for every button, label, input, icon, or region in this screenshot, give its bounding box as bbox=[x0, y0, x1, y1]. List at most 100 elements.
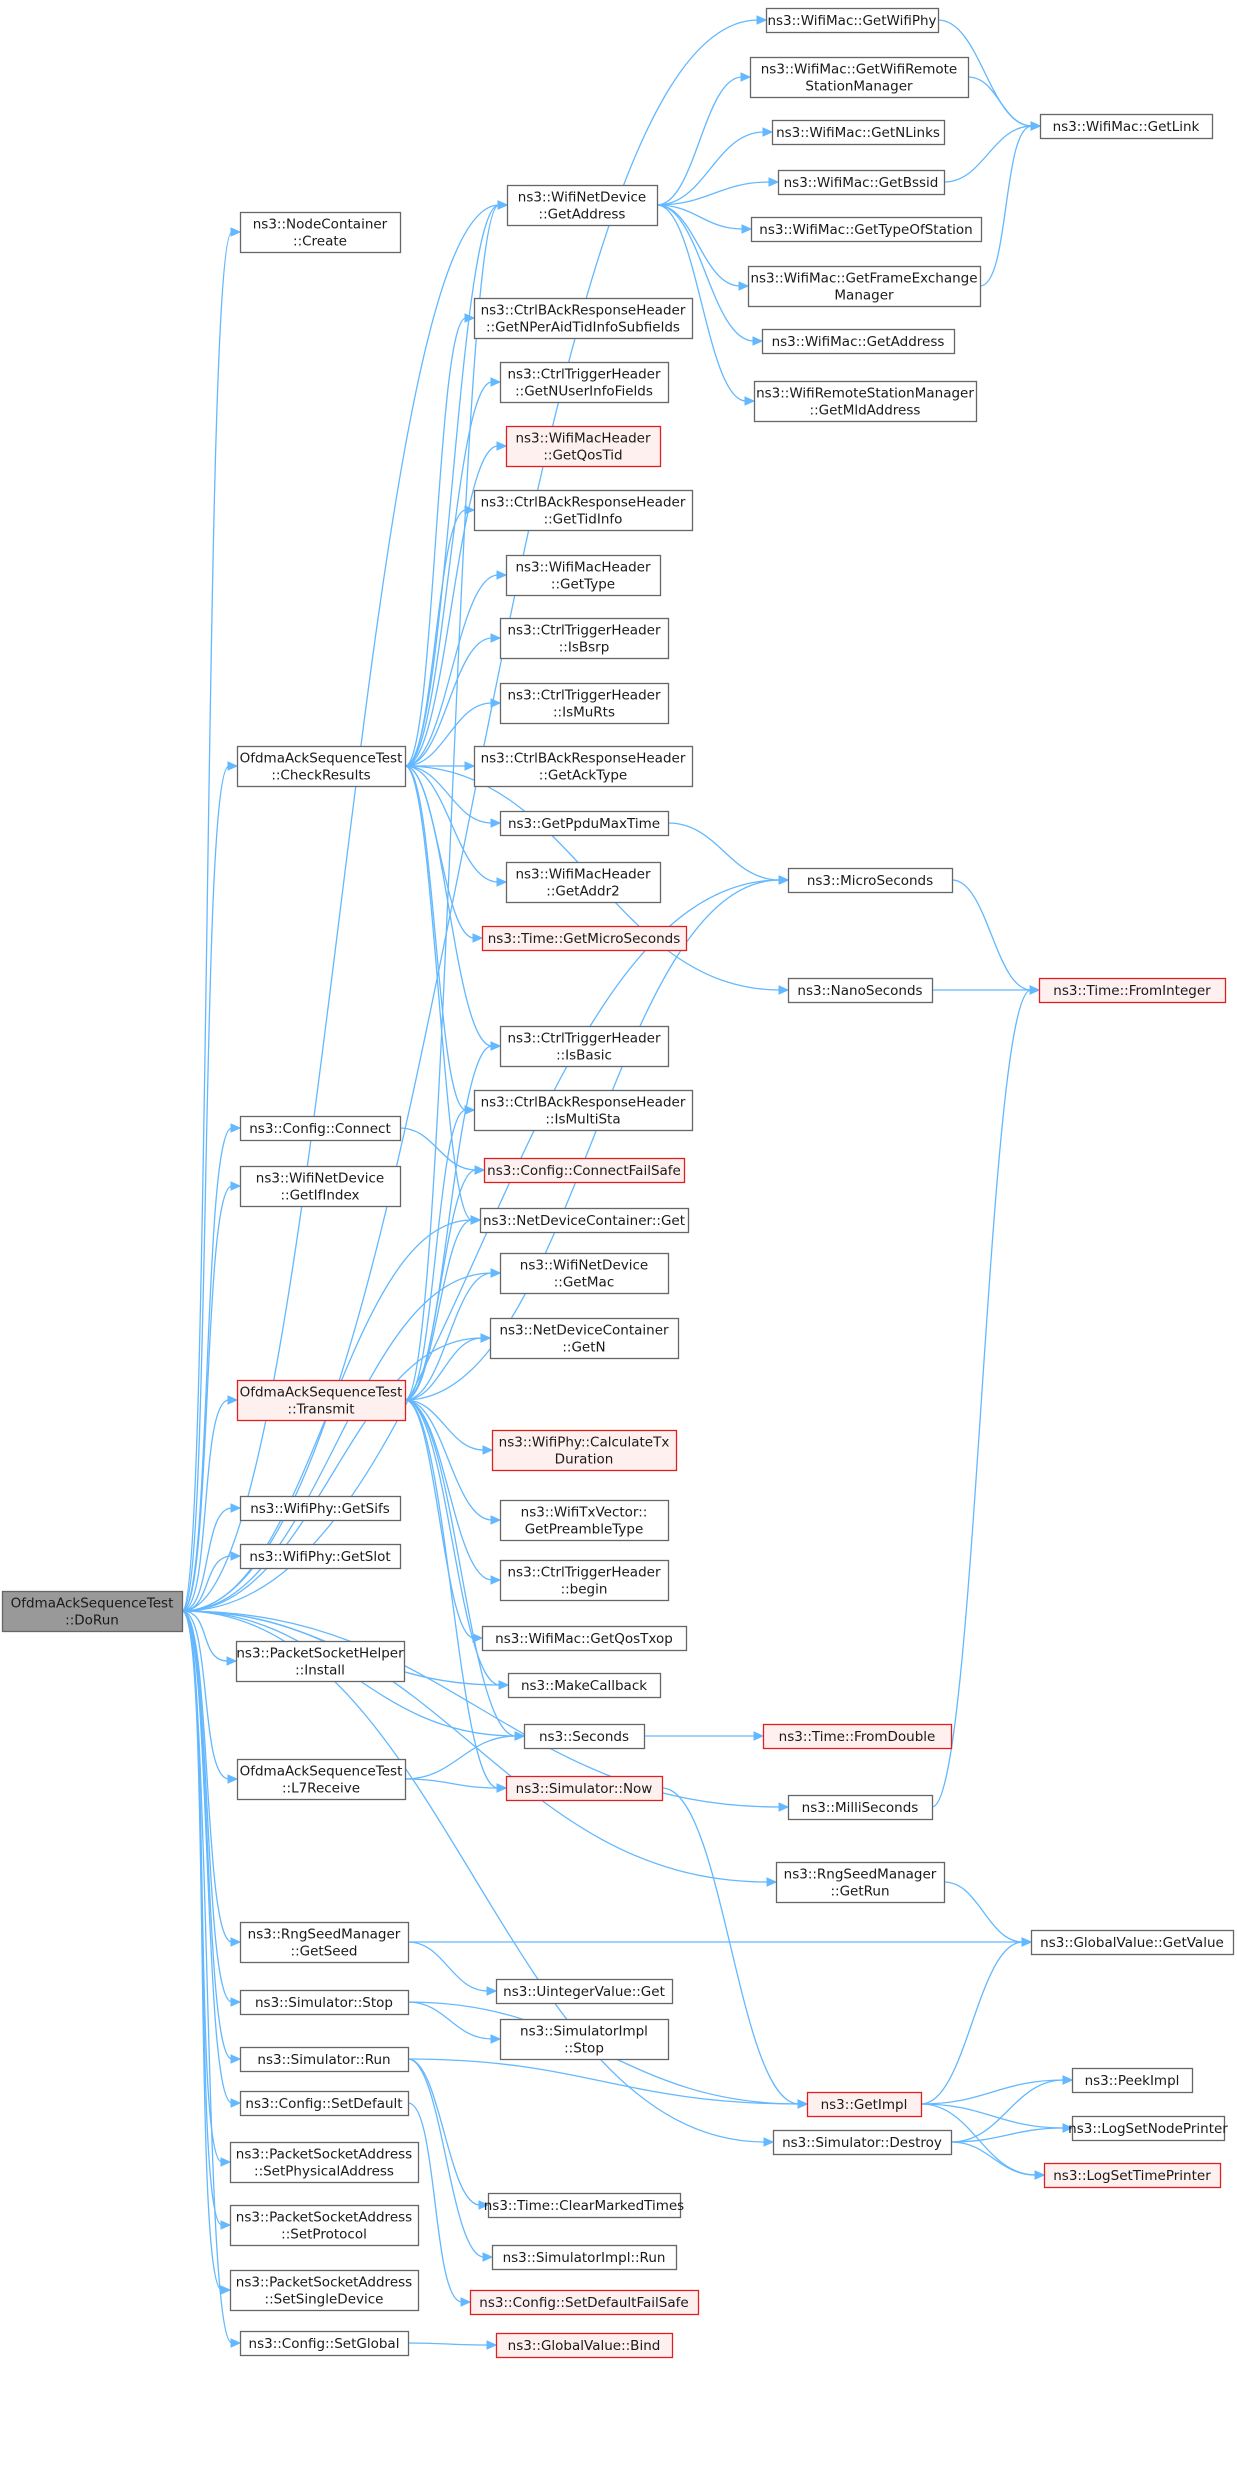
node-n22[interactable]: ns3::MicroSeconds bbox=[787, 867, 954, 894]
arrowhead bbox=[496, 441, 508, 451]
node-n27[interactable]: ns3::CtrlTriggerHeader::IsBasic bbox=[499, 1025, 670, 1068]
node-n20[interactable]: ns3::CtrlBAckResponseHeader::GetAckType bbox=[473, 745, 694, 788]
node-n66[interactable]: ns3::Config::SetDefaultFailSafe bbox=[469, 2289, 700, 2316]
node-label: ns3::PacketSocketAddress bbox=[236, 2147, 412, 2163]
node-n39[interactable]: ns3::WifiPhy::GetSlot bbox=[239, 1543, 402, 1570]
node-label: ns3::Time::GetMicroSeconds bbox=[488, 931, 681, 947]
node-n31[interactable]: ns3::WifiNetDevice::GetIfIndex bbox=[239, 1165, 402, 1208]
edge-n5-n8 bbox=[656, 204, 753, 234]
node-n54[interactable]: ns3::SimulatorImpl::Stop bbox=[499, 2018, 670, 2061]
edge-n6-n3 bbox=[943, 121, 1042, 183]
node-n51[interactable]: ns3::GlobalValue::GetValue bbox=[1030, 1929, 1235, 1956]
edge-line bbox=[950, 2127, 1065, 2143]
node-n65[interactable]: ns3::SimulatorImpl::Run bbox=[491, 2244, 678, 2271]
edge-n35-n40 bbox=[404, 1399, 502, 1585]
edge-line bbox=[404, 1778, 499, 1789]
node-n8[interactable]: ns3::WifiMac::GetTypeOfStation bbox=[750, 216, 983, 243]
node-n69[interactable]: ns3::GlobalValue::Bind bbox=[495, 2332, 674, 2359]
node-n32[interactable]: ns3::NetDeviceContainer::Get bbox=[479, 1207, 690, 1234]
arrowhead bbox=[464, 313, 476, 323]
node-label: ns3::WifiTxVector:: bbox=[521, 1505, 648, 1521]
edge-line bbox=[967, 76, 1033, 127]
edge-line bbox=[399, 1127, 477, 1171]
node-n0[interactable]: OfdmaAckSequenceTest::DoRun bbox=[1, 1590, 184, 1633]
node-n64[interactable]: ns3::PacketSocketAddress::SetProtocol bbox=[229, 2204, 420, 2247]
node-n63[interactable]: ns3::Time::ClearMarkedTimes bbox=[484, 2192, 684, 2219]
node-n57[interactable]: ns3::GetImpl bbox=[806, 2091, 923, 2118]
node-n44[interactable]: ns3::Seconds bbox=[523, 1723, 646, 1750]
node-n35[interactable]: OfdmaAckSequenceTest::Transmit bbox=[236, 1379, 407, 1422]
node-n52[interactable]: ns3::UintegerValue::Get bbox=[495, 1978, 674, 2005]
node-label: ::IsBsrp bbox=[559, 640, 610, 656]
node-n24[interactable]: ns3::Time::GetMicroSeconds bbox=[481, 925, 688, 952]
node-n10[interactable]: ns3::CtrlBAckResponseHeader::GetNPerAidT… bbox=[473, 297, 694, 340]
node-n3[interactable]: ns3::WifiMac::GetLink bbox=[1039, 113, 1214, 140]
node-n40[interactable]: ns3::CtrlTriggerHeader::begin bbox=[499, 1559, 670, 1602]
node-n48[interactable]: ns3::MilliSeconds bbox=[787, 1794, 934, 1821]
edge-n0-n68 bbox=[181, 1610, 242, 2348]
arrowhead bbox=[226, 1656, 238, 1666]
node-n30[interactable]: ns3::Config::ConnectFailSafe bbox=[483, 1157, 686, 1184]
node-n38[interactable]: ns3::WifiPhy::GetSifs bbox=[239, 1495, 402, 1522]
node-n23[interactable]: ns3::WifiMacHeader::GetAddr2 bbox=[505, 861, 662, 904]
arrowhead bbox=[768, 177, 780, 187]
node-n58[interactable]: ns3::Config::SetDefault bbox=[239, 2090, 410, 2117]
node-n5[interactable]: ns3::WifiNetDevice::GetAddress bbox=[506, 184, 659, 227]
node-n6[interactable]: ns3::WifiMac::GetBssid bbox=[777, 169, 946, 196]
node-n28[interactable]: ns3::CtrlBAckResponseHeader::IsMultiSta bbox=[473, 1089, 694, 1132]
node-n42[interactable]: ns3::PacketSocketHelper::Install bbox=[235, 1640, 406, 1683]
node-n13[interactable]: ns3::WifiRemoteStationManager::GetMldAdd… bbox=[753, 380, 978, 423]
node-n2[interactable]: ns3::WifiMac::GetWifiRemoteStationManage… bbox=[749, 56, 970, 99]
node-box bbox=[229, 2204, 420, 2247]
node-n4[interactable]: ns3::WifiMac::GetNLinks bbox=[771, 119, 946, 146]
node-n61[interactable]: ns3::PacketSocketAddress::SetPhysicalAdd… bbox=[229, 2141, 420, 2184]
node-n53[interactable]: ns3::Simulator::Stop bbox=[239, 1989, 410, 2016]
edge-line bbox=[407, 2058, 481, 2206]
node-n49[interactable]: ns3::RngSeedManager::GetRun bbox=[775, 1861, 946, 1904]
edge-n19-n32 bbox=[404, 765, 482, 1225]
edge-line bbox=[404, 204, 500, 767]
node-n25[interactable]: ns3::NanoSeconds bbox=[787, 977, 934, 1004]
node-n16[interactable]: ns3::WifiMacHeader::GetType bbox=[505, 554, 662, 597]
node-n47[interactable]: ns3::Simulator::Now bbox=[505, 1775, 664, 1802]
node-n50[interactable]: ns3::RngSeedManager::GetSeed bbox=[239, 1921, 410, 1964]
node-n55[interactable]: ns3::Simulator::Run bbox=[239, 2046, 410, 2073]
node-label: ns3::CtrlBAckResponseHeader bbox=[481, 495, 686, 511]
edge-line bbox=[181, 1610, 233, 2344]
node-n62[interactable]: ns3::LogSetTimePrinter bbox=[1043, 2162, 1222, 2189]
node-n29[interactable]: ns3::Config::Connect bbox=[239, 1115, 402, 1142]
node-n43[interactable]: ns3::MakeCallback bbox=[507, 1672, 662, 1699]
node-n19[interactable]: OfdmaAckSequenceTest::CheckResults bbox=[236, 745, 407, 788]
node-n17[interactable]: ns3::CtrlTriggerHeader::IsBsrp bbox=[499, 617, 670, 660]
edge-line bbox=[404, 765, 493, 1047]
edge-line bbox=[404, 509, 467, 767]
node-n34[interactable]: ns3::NetDeviceContainer::GetN bbox=[489, 1317, 680, 1360]
node-n26[interactable]: ns3::Time::FromInteger bbox=[1038, 977, 1227, 1004]
node-n59[interactable]: ns3::LogSetNodePrinter bbox=[1068, 2115, 1228, 2142]
node-n37[interactable]: ns3::WifiTxVector::GetPreambleType bbox=[499, 1499, 670, 1542]
node-n21[interactable]: ns3::GetPpduMaxTime bbox=[499, 810, 670, 837]
node-label: ns3::CtrlTriggerHeader bbox=[507, 1031, 660, 1047]
node-n1[interactable]: ns3::WifiMac::GetWifiPhy bbox=[765, 7, 940, 34]
node-n60[interactable]: ns3::Simulator::Destroy bbox=[772, 2129, 953, 2156]
edge-line bbox=[661, 1787, 800, 2105]
node-n46[interactable]: OfdmaAckSequenceTest::L7Receive bbox=[236, 1758, 407, 1801]
node-n45[interactable]: ns3::Time::FromDouble bbox=[762, 1723, 953, 1750]
node-n15[interactable]: ns3::CtrlBAckResponseHeader::GetTidInfo bbox=[473, 489, 694, 532]
node-n67[interactable]: ns3::PacketSocketAddress::SetSingleDevic… bbox=[229, 2269, 420, 2312]
arrowhead bbox=[227, 1395, 239, 1405]
node-n18[interactable]: ns3::CtrlTriggerHeader::IsMuRts bbox=[499, 682, 670, 725]
node-n41[interactable]: ns3::WifiMac::GetQosTxop bbox=[481, 1625, 688, 1652]
node-n14[interactable]: ns3::WifiMacHeader::GetQosTid bbox=[505, 425, 662, 468]
node-n68[interactable]: ns3::Config::SetGlobal bbox=[239, 2330, 410, 2357]
edge-n49-n51 bbox=[943, 1881, 1033, 1947]
node-n33[interactable]: ns3::WifiNetDevice::GetMac bbox=[499, 1252, 670, 1295]
node-n56[interactable]: ns3::PeekImpl bbox=[1071, 2067, 1194, 2094]
node-label: ns3::NetDeviceContainer::Get bbox=[483, 1213, 685, 1229]
node-n11[interactable]: ns3::WifiMac::GetAddress bbox=[761, 328, 956, 355]
node-n12[interactable]: ns3::CtrlTriggerHeader::GetNUserInfoFiel… bbox=[499, 361, 670, 404]
arrowhead bbox=[1062, 2123, 1074, 2133]
node-n7[interactable]: ns3::NodeContainer::Create bbox=[239, 211, 402, 254]
